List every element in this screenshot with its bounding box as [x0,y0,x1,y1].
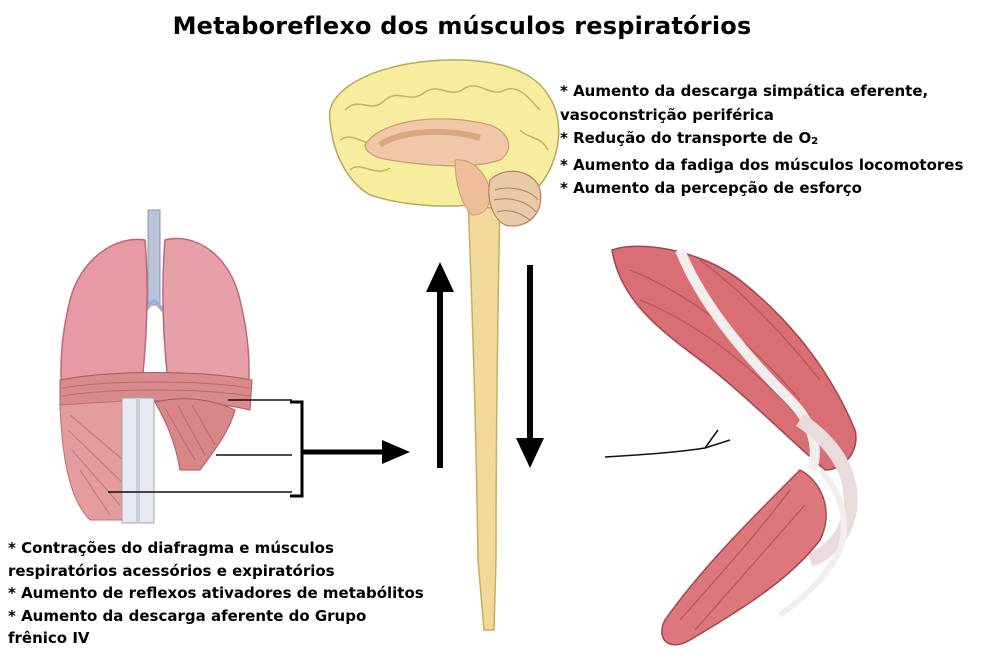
brain-illustration [328,59,560,631]
leg-muscle-illustration [604,245,858,646]
cause-line-1: * Contrações do diafragma e músculos [8,539,334,557]
effect-o2-text: * Redução do transporte de O [560,129,812,147]
effect-line-4: * Aumento da fadiga dos músculos locomot… [560,155,964,174]
effect-line-5: * Aumento da percepção de esforço [560,179,862,197]
cause-line-5: frênico IV [8,629,90,647]
efferent-effects-list: * Aumento da descarga simpática eferente… [560,80,963,201]
ascending-arrow [426,262,454,468]
cause-line-3: * Aumento de reflexos ativadores de meta… [8,584,424,602]
o2-subscript: 2 [811,136,819,147]
effect-line-2: vasoconstrição periférica [560,105,774,124]
cause-line-4: * Aumento da descarga aferente do Grupo [8,606,367,625]
cause-line-2: respiratórios acessórios e expiratórios [8,561,335,580]
afferent-bracket [290,400,410,498]
afferent-causes-list: * Contrações do diafragma e músculos res… [8,537,424,650]
effect-line-3: * Redução do transporte de O2 [560,127,963,154]
diagram-title: Metaboreflexo dos músculos respiratórios [172,12,752,40]
lungs-illustration [59,209,292,524]
effect-line-1: * Aumento da descarga simpática eferente… [560,82,929,100]
descending-arrow [516,265,544,468]
